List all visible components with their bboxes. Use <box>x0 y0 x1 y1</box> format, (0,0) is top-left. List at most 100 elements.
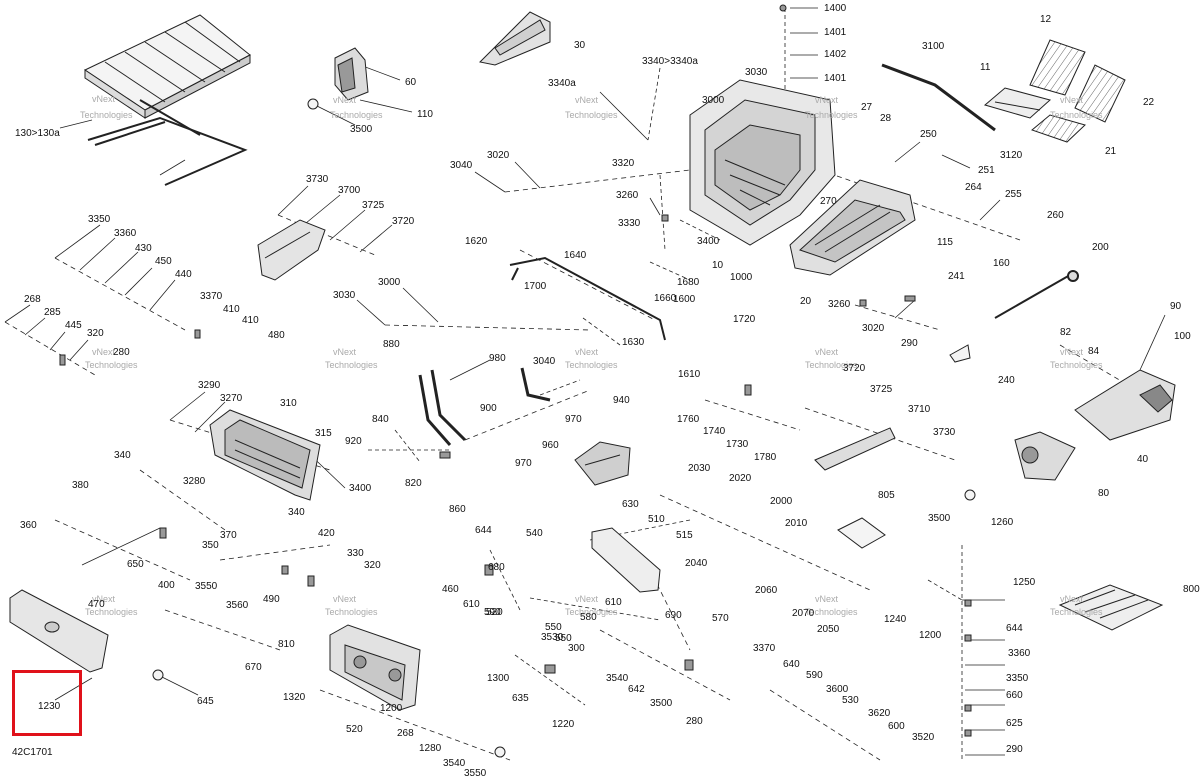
callout-1740[interactable]: 1740 <box>703 426 726 437</box>
callout-490[interactable]: 490 <box>263 594 280 605</box>
callout-2070[interactable]: 2070 <box>792 608 815 619</box>
callout-1220[interactable]: 1220 <box>552 719 575 730</box>
callout-460[interactable]: 460 <box>442 584 459 595</box>
callout-1700[interactable]: 1700 <box>524 281 547 292</box>
part-21-mat[interactable] <box>1030 114 1086 143</box>
callout-970[interactable]: 970 <box>565 414 582 425</box>
callout-1200[interactable]: 1200 <box>380 703 403 714</box>
callout-3340a[interactable]: 3340a <box>548 78 576 89</box>
callout-540[interactable]: 540 <box>526 528 543 539</box>
callout-940[interactable]: 940 <box>613 395 630 406</box>
callout-550[interactable]: 550 <box>545 622 562 633</box>
callout-27[interactable]: 27 <box>861 102 873 113</box>
callout-260[interactable]: 260 <box>1047 210 1064 221</box>
callout-310[interactable]: 310 <box>280 398 297 409</box>
callout-550[interactable]: 550 <box>555 633 572 644</box>
callout-530[interactable]: 530 <box>842 695 859 706</box>
callout-600[interactable]: 600 <box>888 721 905 732</box>
callout-3550[interactable]: 3550 <box>464 768 487 779</box>
callout-640[interactable]: 640 <box>783 659 800 670</box>
callout-100[interactable]: 100 <box>1174 331 1191 342</box>
part-880-tubes[interactable] <box>418 367 551 446</box>
callout-12[interactable]: 12 <box>1040 14 1052 25</box>
callout-3500[interactable]: 3500 <box>650 698 673 709</box>
callout-520[interactable]: 520 <box>486 607 503 618</box>
callout-3500[interactable]: 3500 <box>350 124 373 135</box>
callout-2010[interactable]: 2010 <box>785 518 808 529</box>
callout-590[interactable]: 590 <box>484 607 501 618</box>
callout-810[interactable]: 810 <box>278 639 295 650</box>
part-frame-1000[interactable] <box>789 179 916 276</box>
callout-3260[interactable]: 3260 <box>616 190 639 201</box>
callout-3000[interactable]: 3000 <box>378 277 401 288</box>
callout-3620[interactable]: 3620 <box>868 708 891 719</box>
callout-900[interactable]: 900 <box>480 403 497 414</box>
callout-635[interactable]: 635 <box>512 693 529 704</box>
part-3710-rail[interactable] <box>814 427 896 471</box>
callout-430[interactable]: 430 <box>135 243 152 254</box>
callout-3720[interactable]: 3720 <box>843 363 866 374</box>
callout-3560[interactable]: 3560 <box>226 600 249 611</box>
callout-3280[interactable]: 3280 <box>183 476 206 487</box>
part-bed-rails[interactable] <box>87 99 248 186</box>
callout-610[interactable]: 610 <box>463 599 480 610</box>
callout-3330[interactable]: 3330 <box>618 218 641 229</box>
callout-2030[interactable]: 2030 <box>688 463 711 474</box>
part-160-strut[interactable] <box>994 270 1079 319</box>
callout-1401[interactable]: 1401 <box>824 73 847 84</box>
callout-1401[interactable]: 1401 <box>824 27 847 38</box>
callout-2020[interactable]: 2020 <box>729 473 752 484</box>
callout-285[interactable]: 285 <box>44 307 61 318</box>
callout-3730[interactable]: 3730 <box>306 174 329 185</box>
callout-1300[interactable]: 1300 <box>487 673 510 684</box>
callout-3360[interactable]: 3360 <box>1008 648 1031 659</box>
callout-510[interactable]: 510 <box>648 514 665 525</box>
callout-680[interactable]: 680 <box>488 562 505 573</box>
part-3500-cap-left[interactable] <box>152 669 164 681</box>
callout-3540[interactable]: 3540 <box>443 758 466 769</box>
part-80-light[interactable] <box>1014 431 1076 481</box>
part-3600-tailgate-assy[interactable] <box>329 624 421 711</box>
callout-650[interactable]: 650 <box>127 559 144 570</box>
callout-240[interactable]: 240 <box>998 375 1015 386</box>
callout-370[interactable]: 370 <box>220 530 237 541</box>
callout-1780[interactable]: 1780 <box>754 452 777 463</box>
callout-3500[interactable]: 3500 <box>928 513 951 524</box>
callout-590[interactable]: 590 <box>806 670 823 681</box>
callout-450[interactable]: 450 <box>155 256 172 267</box>
callout-670[interactable]: 670 <box>245 662 262 673</box>
callout-3350[interactable]: 3350 <box>88 214 111 225</box>
callout-660[interactable]: 660 <box>1006 690 1023 701</box>
part-3500-top-cap[interactable] <box>307 98 319 110</box>
callout-644[interactable]: 644 <box>1006 623 1023 634</box>
callout-3720[interactable]: 3720 <box>392 216 415 227</box>
callout-610[interactable]: 610 <box>605 597 622 608</box>
callout-251[interactable]: 251 <box>978 165 995 176</box>
callout-110[interactable]: 110 <box>417 109 433 120</box>
callout-320[interactable]: 320 <box>87 328 104 339</box>
callout-515[interactable]: 515 <box>676 530 693 541</box>
callout-410[interactable]: 410 <box>223 304 240 315</box>
callout-200[interactable]: 200 <box>1092 242 1109 253</box>
callout-340[interactable]: 340 <box>114 450 131 461</box>
callout-3370[interactable]: 3370 <box>200 291 223 302</box>
callout-160[interactable]: 160 <box>993 258 1010 269</box>
callout-625[interactable]: 625 <box>1006 718 1023 729</box>
callout-1640[interactable]: 1640 <box>564 250 587 261</box>
part-3100-trim[interactable] <box>881 63 996 132</box>
callout-1680[interactable]: 1680 <box>677 277 700 288</box>
part-970-bracket[interactable] <box>574 441 631 486</box>
callout-1320[interactable]: 1320 <box>283 692 306 703</box>
callout-1402[interactable]: 1402 <box>824 49 847 60</box>
part-bed-floor[interactable] <box>83 14 251 119</box>
callout-3730[interactable]: 3730 <box>933 427 956 438</box>
callout-290[interactable]: 290 <box>901 338 918 349</box>
callout-440[interactable]: 440 <box>175 269 192 280</box>
callout-3360[interactable]: 3360 <box>114 228 137 239</box>
callout-570[interactable]: 570 <box>712 613 729 624</box>
callout-2040[interactable]: 2040 <box>685 558 708 569</box>
callout-1620[interactable]: 1620 <box>465 236 488 247</box>
callout-3290[interactable]: 3290 <box>198 380 221 391</box>
callout-3000[interactable]: 3000 <box>702 95 725 106</box>
callout-800[interactable]: 800 <box>1183 584 1200 595</box>
